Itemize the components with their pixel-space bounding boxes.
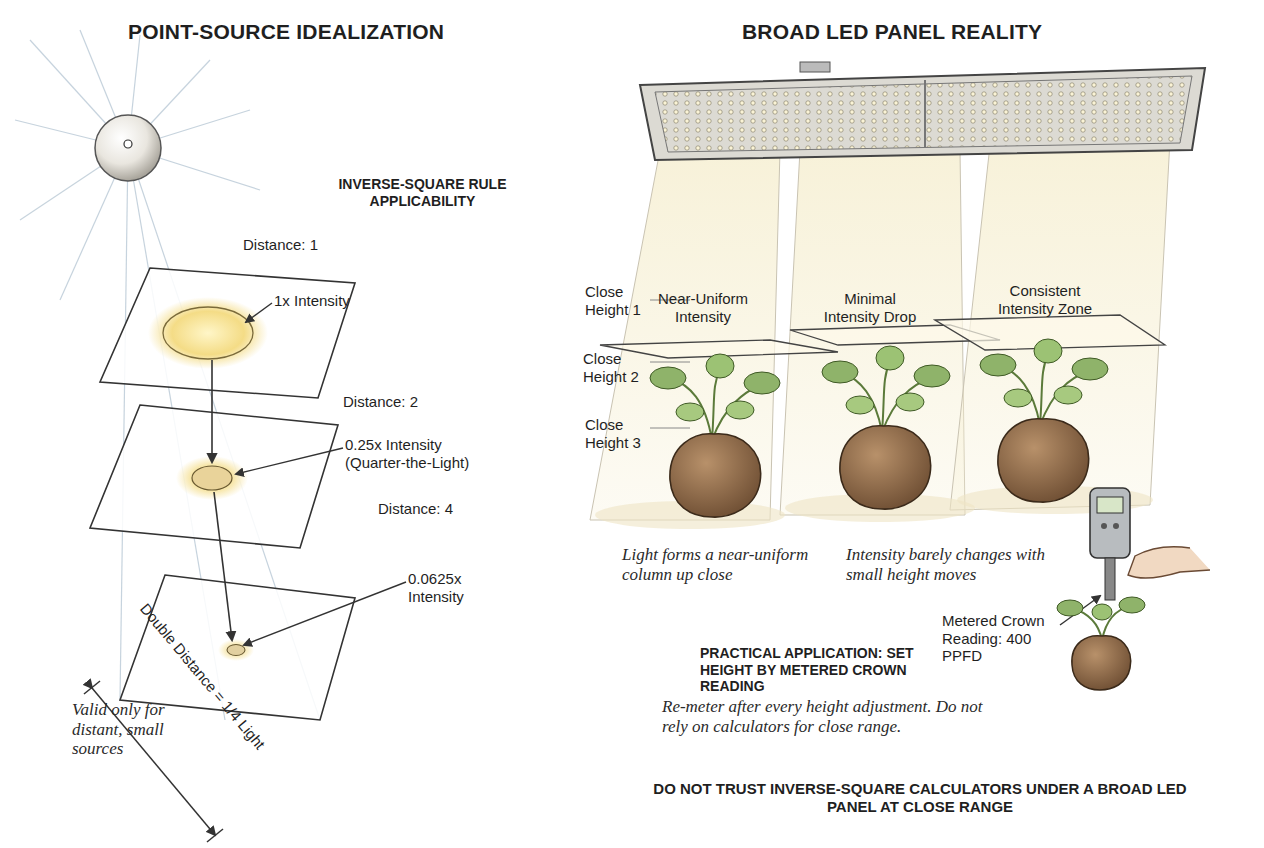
height-tick — [650, 362, 690, 363]
leaf — [822, 361, 858, 383]
caudex-plant — [1057, 597, 1145, 690]
panel-divider — [924, 80, 926, 148]
sub-heading: INVERSE-SQUARE RULE APPLICABILITY — [325, 176, 520, 209]
height-tick — [650, 428, 690, 429]
plane-distance-1 — [100, 268, 355, 398]
note-text: Re-meter after every height adjustment. … — [662, 697, 1002, 736]
section-heading: POINT-SOURCE IDEALIZATION — [128, 20, 458, 45]
caudex-plant — [822, 346, 950, 509]
spot-outline — [192, 466, 232, 490]
note-text: Valid only for distant, small sources — [72, 700, 192, 759]
distance-label: Distance: 1 — [243, 236, 343, 254]
panel-driver — [800, 62, 830, 72]
leaf — [744, 372, 780, 394]
caudex-plant — [650, 354, 780, 517]
light-spot — [148, 297, 268, 369]
leaf — [1034, 339, 1062, 363]
led-array — [655, 76, 1192, 152]
leaf — [1119, 597, 1145, 613]
dimension-tick — [84, 681, 100, 694]
caption-text: DO NOT TRUST INVERSE-SQUARE CALCULATORS … — [640, 780, 1200, 815]
leaf — [1054, 386, 1082, 404]
flow-arrow — [214, 492, 232, 640]
intensity-label: 1x Intensity — [274, 292, 384, 310]
plane-distance-4 — [120, 575, 355, 720]
meter-label: Metered Crown Reading: 400 PPFD — [942, 612, 1072, 665]
source-point — [124, 140, 132, 148]
leaf — [1072, 358, 1108, 380]
meter-button — [1113, 523, 1119, 529]
leader-line — [236, 448, 343, 474]
leaf — [846, 396, 874, 414]
leaf — [676, 403, 704, 421]
light-column — [590, 150, 780, 520]
meter-sensor — [1105, 558, 1115, 600]
height-label: Close Height 3 — [585, 416, 655, 451]
leaf — [980, 354, 1016, 376]
leaf — [1057, 600, 1083, 616]
leaf — [876, 346, 904, 370]
leaf — [1004, 389, 1032, 407]
led-panel-frame — [640, 68, 1205, 160]
leader-line — [244, 582, 406, 645]
distance-label: Distance: 4 — [378, 500, 478, 518]
leaf — [1092, 604, 1112, 620]
caudex-bulb — [670, 434, 761, 517]
zone-label: Near-Uniform Intensity — [648, 290, 758, 325]
leaf — [914, 365, 950, 387]
distance-label: Distance: 2 — [343, 393, 443, 411]
leaf — [896, 393, 924, 411]
meter-screen — [1097, 497, 1123, 513]
height-label: Close Height 2 — [583, 350, 653, 385]
leader-line — [246, 303, 272, 322]
caudex-bulb — [840, 426, 931, 509]
caudex-bulb — [1072, 636, 1131, 690]
dimension-tick — [207, 829, 223, 842]
note-text: Intensity barely changes with small heig… — [846, 545, 1066, 584]
point-source — [95, 115, 161, 181]
note-text: Light forms a near-uniform column up clo… — [622, 545, 842, 584]
zone-label: Consistent Intensity Zone — [985, 282, 1105, 317]
meter-button — [1101, 523, 1107, 529]
light-meter — [1090, 488, 1130, 558]
leaf — [706, 354, 734, 378]
section-heading: BROAD LED PANEL REALITY — [742, 20, 1102, 45]
leaf — [726, 401, 754, 419]
zone-label: Minimal Intensity Drop — [815, 290, 925, 325]
caudex-plant — [980, 339, 1108, 502]
intensity-label: 0.25x Intensity (Quarter-the-Light) — [345, 436, 505, 471]
leaf — [650, 367, 686, 389]
flow-arrow — [211, 360, 213, 462]
light-spot — [176, 456, 248, 500]
height-label: Close Height 1 — [585, 283, 655, 318]
caudex-bulb — [998, 419, 1089, 502]
light-spot — [218, 639, 254, 661]
spot-outline — [163, 307, 253, 359]
practical-heading: PRACTICAL APPLICATION: SET HEIGHT BY MET… — [700, 645, 965, 695]
spot-outline — [227, 645, 245, 656]
hand — [1128, 547, 1210, 578]
plane-distance-2 — [90, 405, 338, 548]
ray — [120, 148, 128, 700]
intensity-label: 0.0625x Intensity — [408, 570, 498, 605]
